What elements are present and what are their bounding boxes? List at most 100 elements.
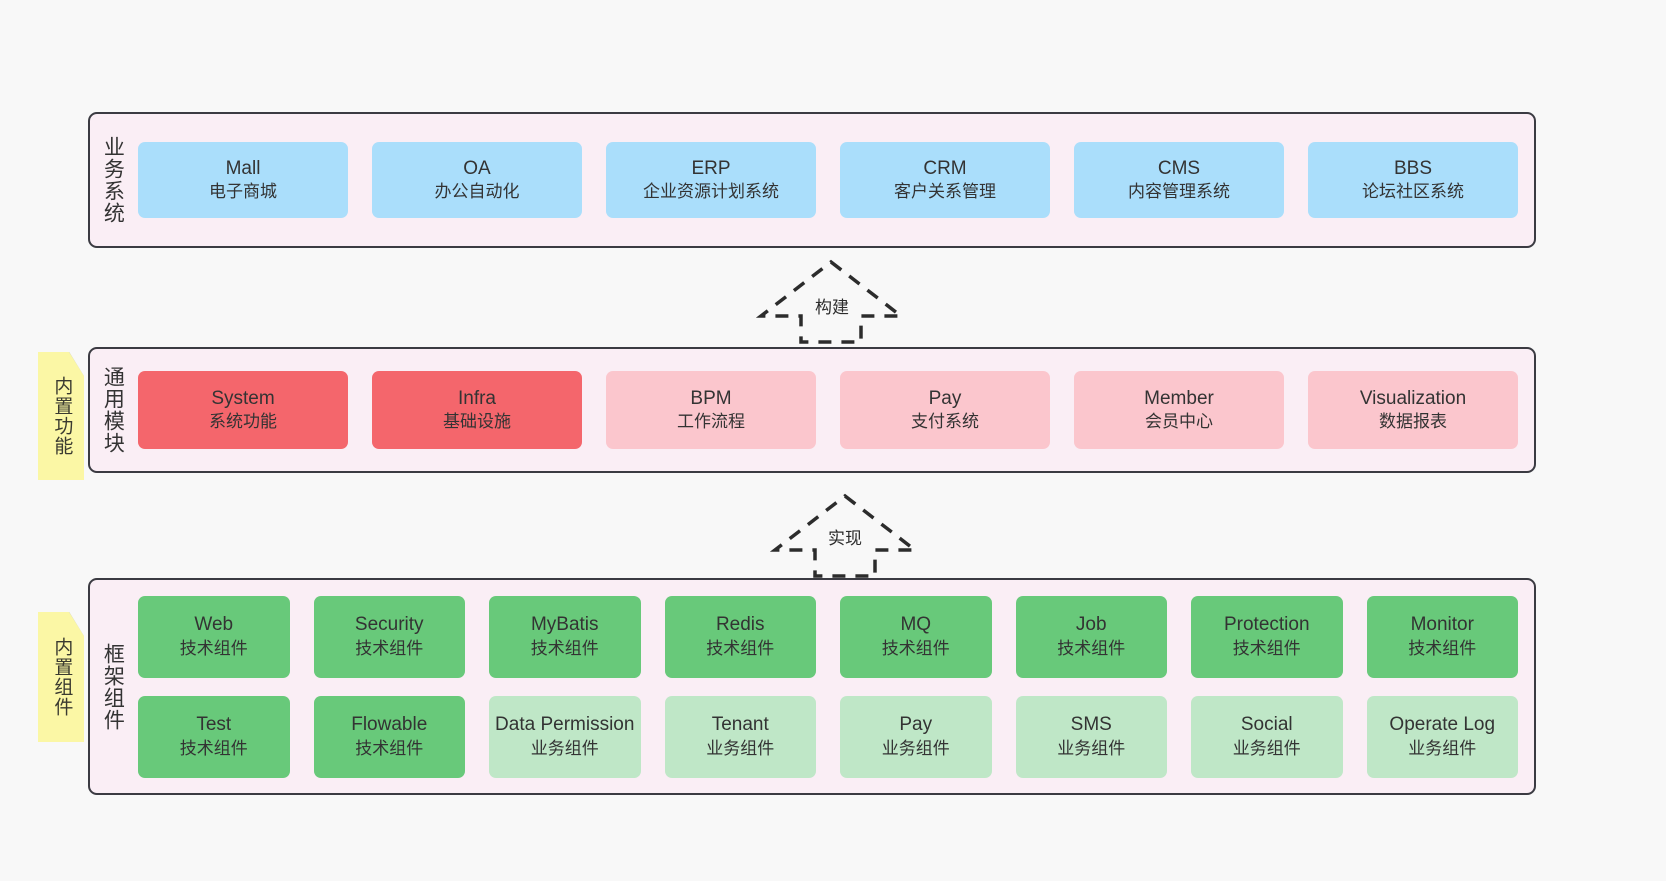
card-subtitle: 业务组件: [1057, 738, 1126, 758]
card-cms[interactable]: CMS 内容管理系统: [1074, 142, 1284, 218]
card-subtitle: 业务组件: [1232, 738, 1301, 758]
arrow-build-shape: [755, 259, 907, 344]
card-title: Operate Log: [1389, 714, 1496, 736]
card-subtitle: 业务组件: [881, 738, 950, 758]
card-operate-log[interactable]: Operate Log 业务组件: [1366, 695, 1518, 778]
card-title: MyBatis: [530, 614, 599, 636]
card-subtitle: 技术组件: [355, 738, 424, 758]
card-title: Web: [194, 614, 234, 636]
layer-body-business: Mall 电子商城 OA 办公自动化 ERP 企业资源计划系统 CRM 客户关系…: [134, 114, 1534, 246]
card-subtitle: 支付系统: [911, 412, 979, 432]
card-subtitle: 技术组件: [355, 638, 424, 658]
card-row: Mall 电子商城 OA 办公自动化 ERP 企业资源计划系统 CRM 客户关系…: [138, 142, 1518, 218]
card-redis[interactable]: Redis 技术组件: [664, 595, 816, 678]
card-test[interactable]: Test 技术组件: [138, 695, 290, 778]
card-subtitle: 会员中心: [1145, 412, 1213, 432]
card-subtitle: 论坛社区系统: [1362, 182, 1464, 202]
card-subtitle: 业务组件: [706, 738, 775, 758]
card-subtitle: 技术组件: [179, 738, 248, 758]
card-subtitle: 技术组件: [1232, 638, 1301, 658]
card-subtitle: 技术组件: [530, 638, 599, 658]
sticky-note-label: 内置功能: [51, 376, 73, 456]
card-title: Social: [1240, 714, 1293, 736]
card-title: Visualization: [1359, 387, 1467, 409]
layer-framework-components: 框架组件 Web 技术组件 Security 技术组件 MyBatis 技术组件…: [88, 578, 1536, 795]
card-monitor[interactable]: Monitor 技术组件: [1366, 595, 1518, 678]
card-member[interactable]: Member 会员中心: [1074, 371, 1284, 449]
card-subtitle: 数据报表: [1379, 412, 1447, 432]
sticky-fold-corner-icon: [69, 352, 84, 376]
card-title: System: [211, 387, 275, 409]
card-title: Infra: [457, 387, 497, 409]
arrow-implement-shape: [769, 493, 921, 578]
card-subtitle: 系统功能: [209, 412, 277, 432]
card-erp[interactable]: ERP 企业资源计划系统: [606, 142, 816, 218]
card-title: CMS: [1157, 157, 1201, 179]
card-title: Redis: [715, 614, 765, 636]
card-row: Web 技术组件 Security 技术组件 MyBatis 技术组件 Redi…: [138, 595, 1518, 678]
card-title: Job: [1075, 614, 1107, 636]
card-title: BBS: [1393, 157, 1433, 179]
card-job[interactable]: Job 技术组件: [1015, 595, 1167, 678]
card-social[interactable]: Social 业务组件: [1191, 695, 1343, 778]
card-title: CRM: [923, 157, 967, 179]
card-title: Monitor: [1410, 614, 1474, 636]
card-title: Pay: [928, 387, 962, 409]
card-title: BPM: [690, 387, 732, 409]
arrow-implement-label: 实现: [828, 529, 862, 548]
card-row: System 系统功能 Infra 基础设施 BPM 工作流程 Pay 支付系统…: [138, 371, 1518, 449]
card-crm[interactable]: CRM 客户关系管理: [840, 142, 1050, 218]
card-tenant[interactable]: Tenant 业务组件: [664, 695, 816, 778]
card-subtitle: 办公自动化: [434, 182, 520, 202]
card-subtitle: 技术组件: [179, 638, 248, 658]
arrow-build: [755, 258, 907, 344]
card-subtitle: 客户关系管理: [894, 182, 996, 202]
card-title: Test: [196, 714, 232, 736]
card-bbs[interactable]: BBS 论坛社区系统: [1308, 142, 1518, 218]
card-title: Member: [1144, 387, 1214, 409]
card-web[interactable]: Web 技术组件: [138, 595, 290, 678]
card-subtitle: 技术组件: [1408, 638, 1477, 658]
layer-body-modules: System 系统功能 Infra 基础设施 BPM 工作流程 Pay 支付系统…: [134, 349, 1534, 471]
card-pay-business[interactable]: Pay 业务组件: [840, 695, 992, 778]
card-subtitle: 内容管理系统: [1128, 182, 1230, 202]
sticky-note-builtin-features: 内置功能: [38, 352, 84, 480]
sticky-note-builtin-components: 内置组件: [38, 612, 84, 742]
card-row: Test 技术组件 Flowable 技术组件 Data Permission …: [138, 695, 1518, 778]
card-subtitle: 技术组件: [706, 638, 775, 658]
card-protection[interactable]: Protection 技术组件: [1191, 595, 1343, 678]
card-data-permission[interactable]: Data Permission 业务组件: [489, 695, 641, 778]
card-title: ERP: [691, 157, 731, 179]
layer-title-business: 业务系统: [101, 136, 125, 224]
card-subtitle: 工作流程: [677, 412, 745, 432]
card-bpm[interactable]: BPM 工作流程: [606, 371, 816, 449]
card-system[interactable]: System 系统功能: [138, 371, 348, 449]
sticky-note-label: 内置组件: [51, 637, 73, 717]
card-subtitle: 电子商城: [209, 182, 277, 202]
card-flowable[interactable]: Flowable 技术组件: [313, 695, 465, 778]
card-title: MQ: [900, 614, 932, 636]
layer-title-modules: 通用模块: [101, 366, 125, 454]
card-mq[interactable]: MQ 技术组件: [840, 595, 992, 678]
card-title: OA: [463, 157, 491, 179]
card-infra[interactable]: Infra 基础设施: [372, 371, 582, 449]
card-title: Security: [354, 614, 424, 636]
layer-business-systems: 业务系统 Mall 电子商城 OA 办公自动化 ERP 企业资源计划系统 CRM…: [88, 112, 1536, 248]
card-visualization[interactable]: Visualization 数据报表: [1308, 371, 1518, 449]
card-pay[interactable]: Pay 支付系统: [840, 371, 1050, 449]
card-subtitle: 基础设施: [443, 412, 511, 432]
card-oa[interactable]: OA 办公自动化: [372, 142, 582, 218]
card-title: Tenant: [711, 714, 769, 736]
card-security[interactable]: Security 技术组件: [313, 595, 465, 678]
sticky-fold-corner-icon: [69, 612, 84, 636]
layer-title-framework: 框架组件: [101, 642, 125, 731]
card-title: Flowable: [351, 714, 428, 736]
layer-common-modules: 通用模块 System 系统功能 Infra 基础设施 BPM 工作流程 Pay…: [88, 347, 1536, 473]
card-subtitle: 技术组件: [881, 638, 950, 658]
card-mybatis[interactable]: MyBatis 技术组件: [489, 595, 641, 678]
card-mall[interactable]: Mall 电子商城: [138, 142, 348, 218]
card-subtitle: 业务组件: [1408, 738, 1477, 758]
card-sms[interactable]: SMS 业务组件: [1015, 695, 1167, 778]
card-subtitle: 企业资源计划系统: [643, 182, 779, 202]
